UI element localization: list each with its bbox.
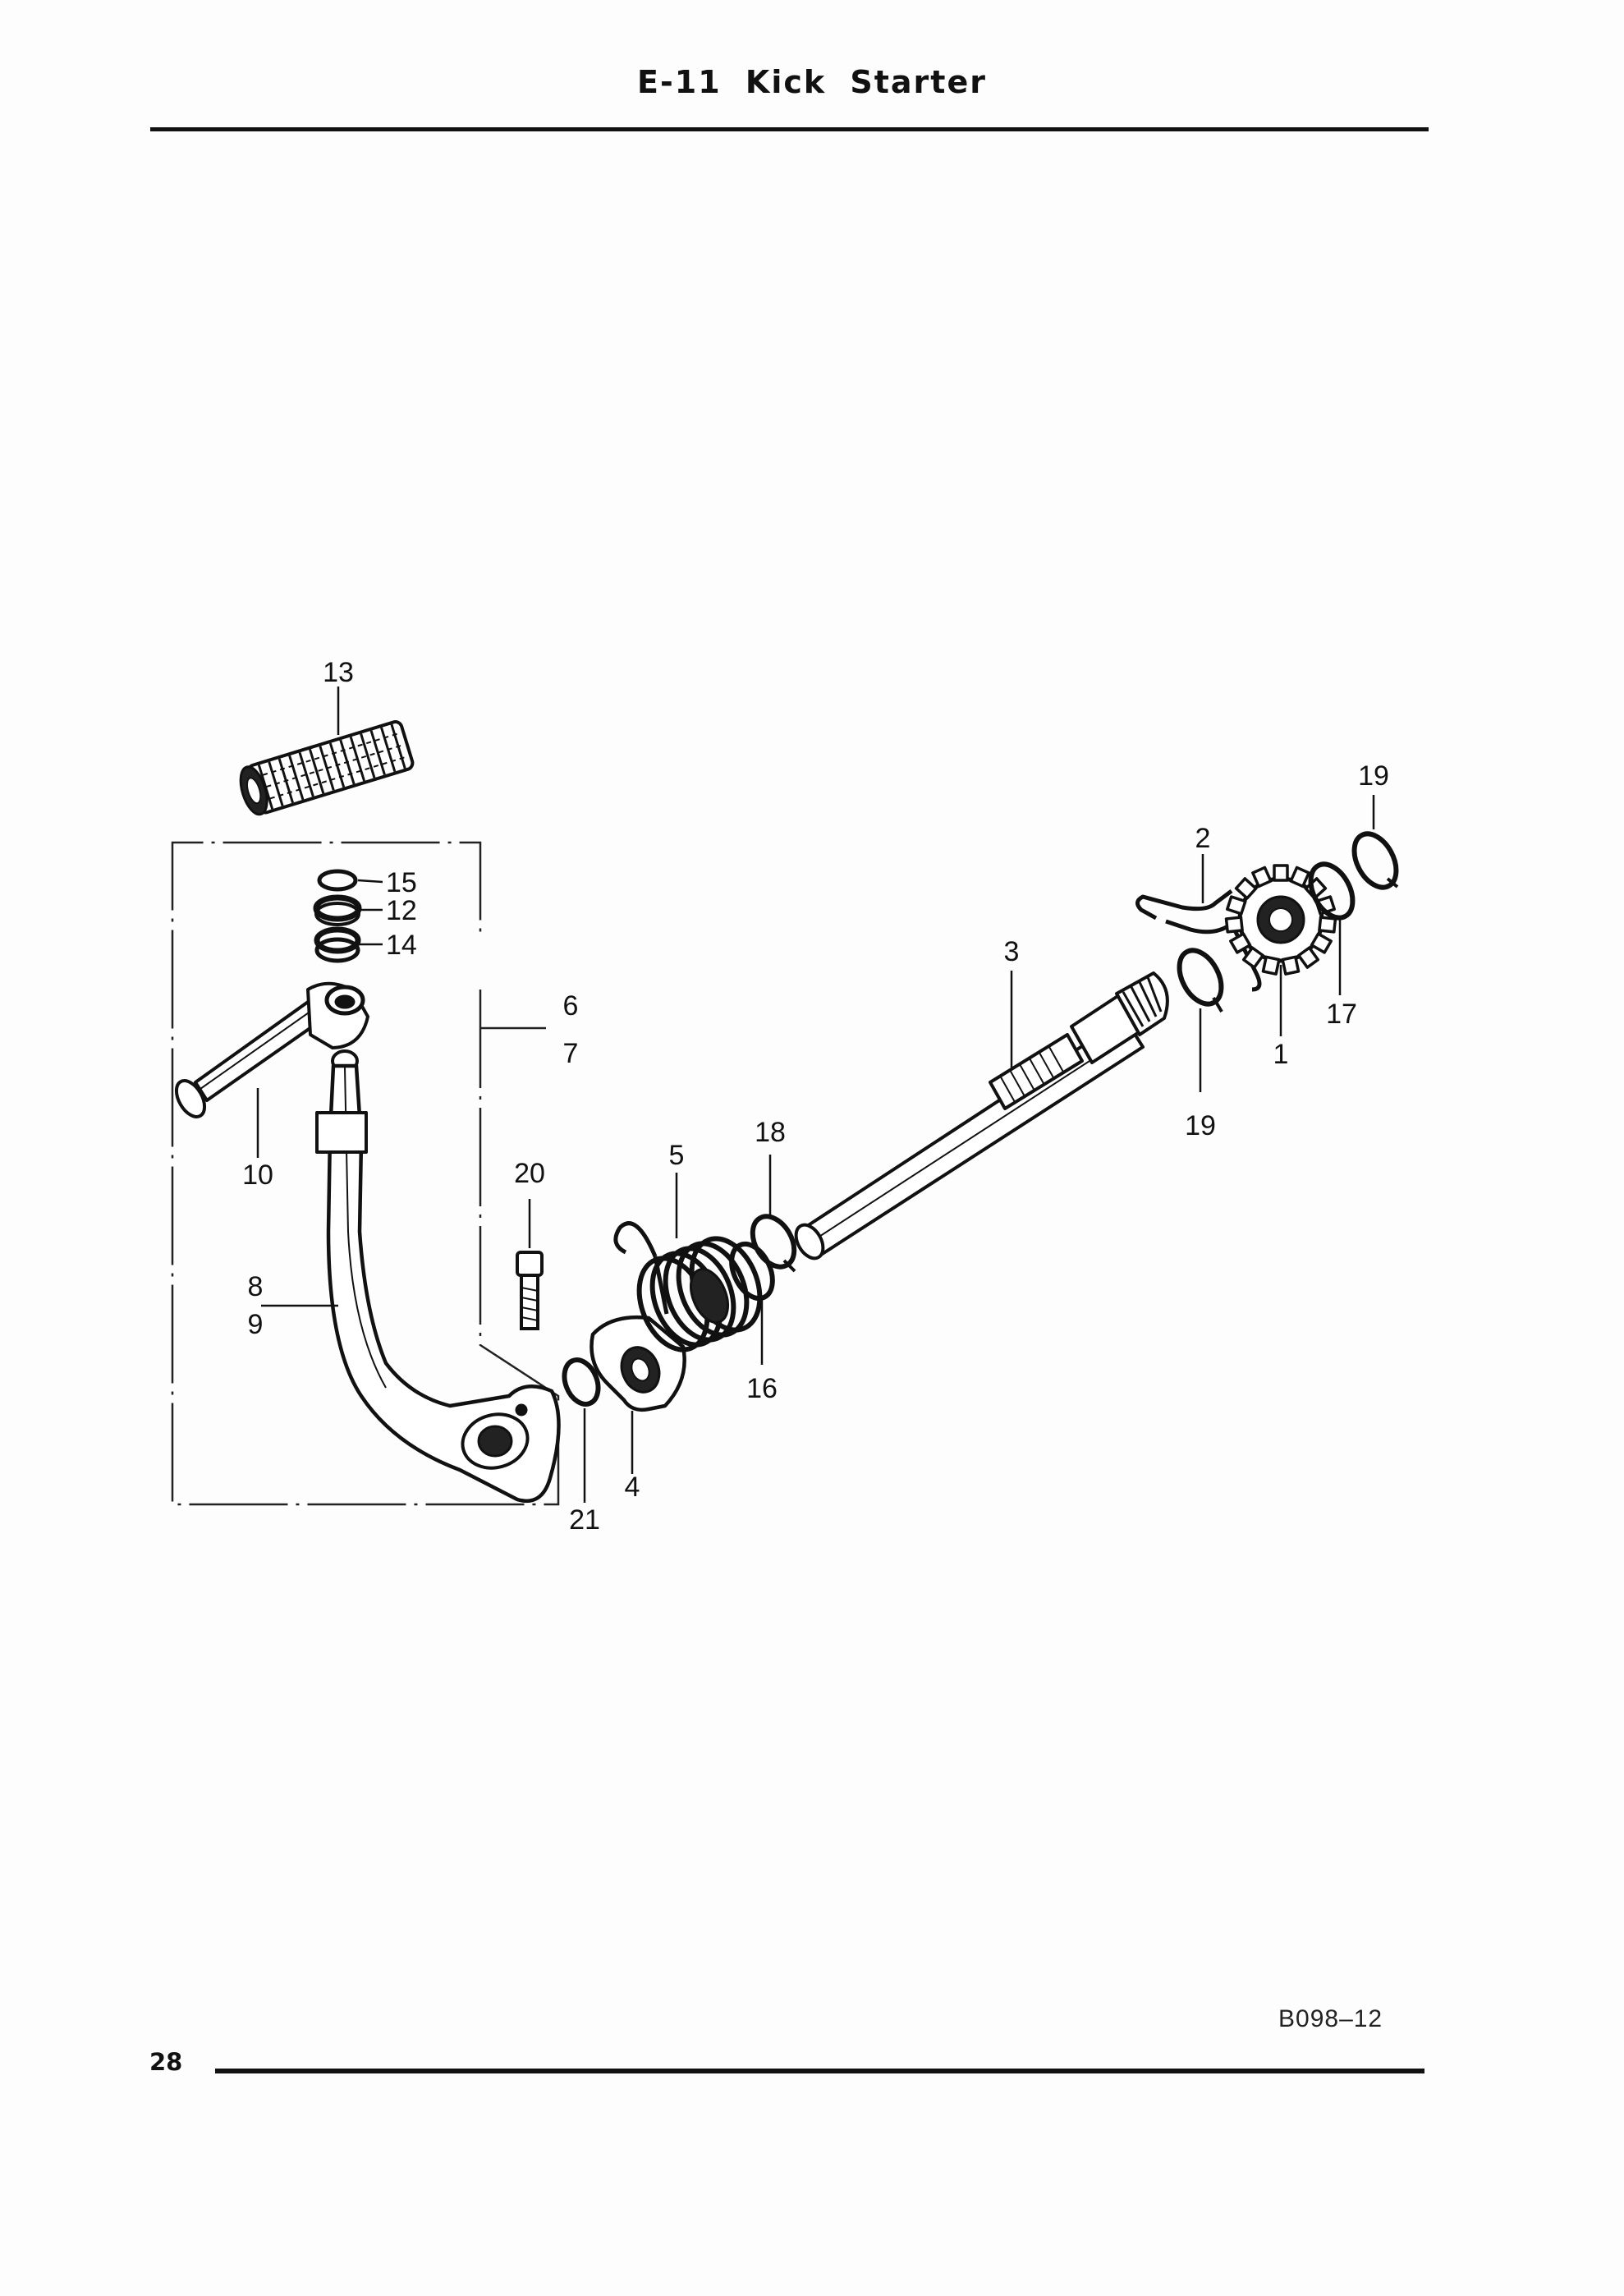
washer-19-lower-part [1177,948,1224,1092]
callout-21: 21 [569,1504,600,1536]
snap-ring-part [562,1357,601,1503]
callout-15: 15 [386,867,417,898]
callout-4: 4 [625,1472,640,1503]
washer-18-part [750,1155,797,1273]
kick-arm-assembly-bracket [171,841,560,1506]
callout-5: 5 [669,1140,685,1171]
callout-17: 17 [1326,999,1357,1030]
callout-12: 12 [386,895,417,926]
washer-17-part [1308,861,1356,995]
callout-2: 2 [1195,823,1211,854]
page-title: E-11 Kick Starter [637,64,987,100]
callout-19-lower: 19 [1185,1110,1216,1141]
callout-20: 20 [514,1158,545,1189]
callout-3: 3 [1004,936,1020,967]
callout-8: 8 [248,1271,264,1302]
callout-18: 18 [755,1117,786,1148]
callout-labels: 13 15 12 14 6 7 10 20 8 9 5 18 16 4 21 3… [242,657,1389,1536]
kick-pinion-gear-part [1224,864,1337,1036]
kick-spindle-part [794,971,1169,1261]
callout-19-upper: 19 [1358,760,1389,792]
callout-7: 7 [563,1038,579,1069]
page-number: 28 [149,2048,183,2076]
washer-19-upper-part [1351,795,1399,890]
kick-spring-part [613,1173,763,1352]
callout-14: 14 [386,930,417,961]
kick-starter-arm-part [261,1049,561,1503]
callout-9: 9 [248,1309,264,1340]
callout-13: 13 [323,657,354,688]
figure-code: B098–12 [1278,2005,1383,2032]
rubber-grip-part [239,687,415,816]
header-rule [150,127,1429,131]
callout-1: 1 [1273,1039,1289,1070]
stacked-washers-parts [313,869,383,963]
bolt-part [516,1199,544,1330]
kick-pivot-arm-part [174,981,369,1158]
ratchet-part [590,1316,686,1474]
callout-16: 16 [746,1373,778,1404]
callout-10: 10 [242,1159,273,1191]
footer-rule [215,2069,1424,2073]
callout-6: 6 [563,990,579,1022]
